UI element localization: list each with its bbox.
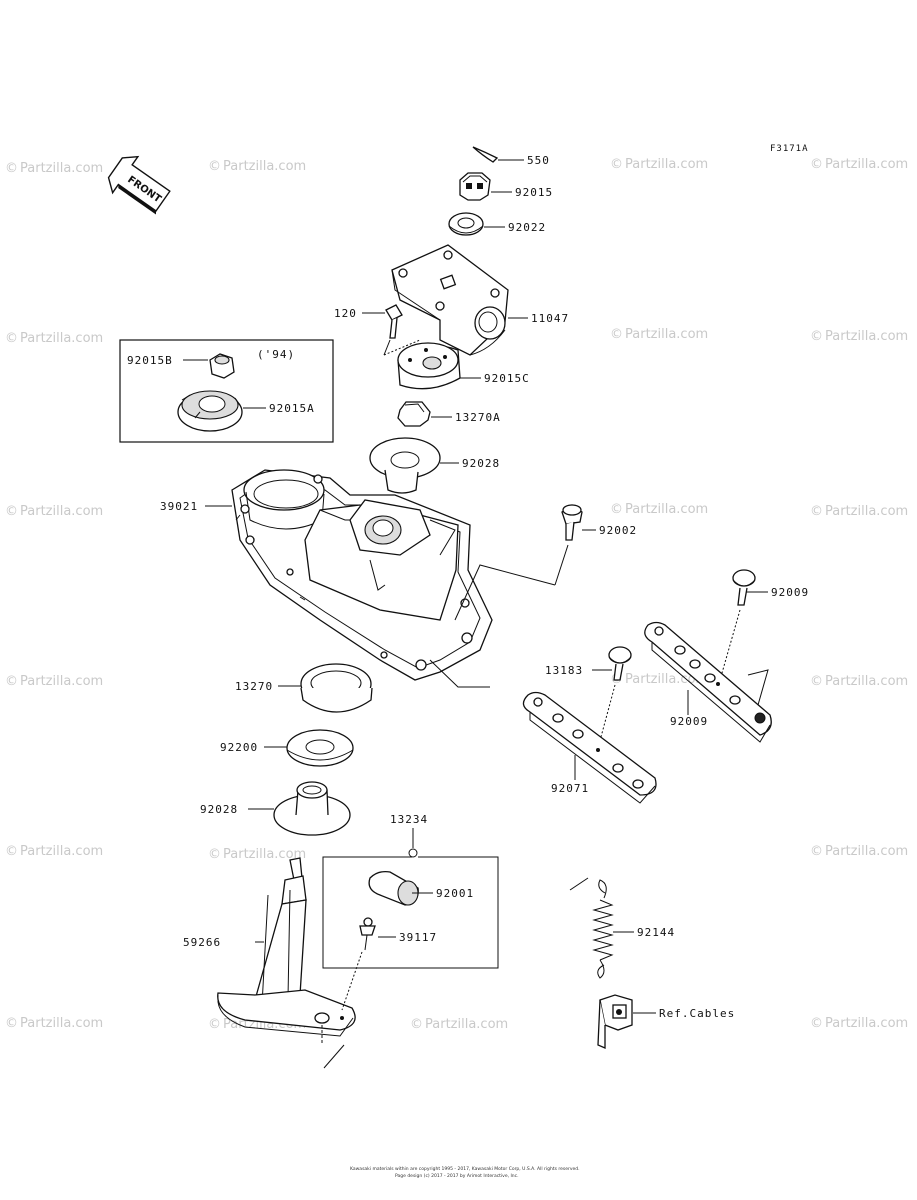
watermark-symbol: © (810, 1016, 823, 1031)
callout-11047: 11047 (531, 312, 569, 325)
diagram-code: F3171A (770, 144, 809, 154)
cable-clamp: Ref.Cables (597, 994, 735, 1049)
watermark: Partzilla.com (223, 159, 306, 174)
watermark-symbol: © (810, 157, 823, 172)
kit-box-59266: 13234 92001 39117 (322, 813, 499, 1011)
watermark-symbol: © (5, 1016, 18, 1031)
callout-92028-top: 92028 (462, 457, 500, 470)
watermark: Partzilla.com (20, 331, 103, 346)
watermark: Partzilla.com (20, 504, 103, 519)
watermark-symbol: © (5, 161, 18, 176)
callout-550: 550 (527, 154, 550, 167)
callout-39117: 59266 (183, 936, 221, 949)
watermark: Partzilla.com (825, 844, 908, 859)
nut-13270A: 13270A (397, 401, 501, 427)
bracket-11047: 11047 (391, 244, 569, 356)
watermark-symbol: © (810, 329, 823, 344)
watermark: Partzilla.com (20, 844, 103, 859)
callout-92002: 92002 (599, 524, 637, 537)
castle-nut-92015: 92015 (459, 172, 553, 201)
watermark: Partzilla.com (625, 502, 708, 517)
seal-92071: 13270 (235, 663, 373, 713)
front-arrow-icon: FRONT (107, 155, 171, 215)
callout-59266: 13234 (390, 813, 428, 826)
inset-note: ('94) (257, 348, 295, 361)
watermark: Partzilla.com (20, 161, 103, 176)
callout-13234: 92001 (436, 887, 474, 900)
copyright-line-1: Kawasaki materials within are copyright … (350, 1166, 580, 1172)
cotter-pin-550: 550 (472, 146, 550, 167)
watermark: Partzilla.com (825, 504, 908, 519)
bolt-92009-middle: 13183 (545, 646, 632, 749)
watermark: Partzilla.com (825, 329, 908, 344)
watermark-symbol: © (5, 674, 18, 689)
bolt-92009-right: 92009 (719, 569, 809, 681)
copyright-line-2: Page design (c) 2017 - 2017 by Arimot In… (395, 1173, 519, 1179)
bushing-92028-top: 92028 (369, 437, 500, 494)
watermark: Partzilla.com (625, 157, 708, 172)
callout-92071: 13270 (235, 680, 273, 693)
bolt-120: 120 (334, 304, 421, 356)
watermark: Partzilla.com (223, 847, 306, 862)
callout-92009-right: 92009 (771, 586, 809, 599)
watermark-symbol: © (5, 504, 18, 519)
callout-92015A: 92015A (269, 402, 315, 415)
watermark-symbol: © (208, 847, 221, 862)
callout-92028-bottom: 92028 (200, 803, 238, 816)
plate-92015C: 92015C (397, 342, 530, 390)
callout-39021: 39021 (160, 500, 198, 513)
watermark-symbol: © (810, 504, 823, 519)
callout-92200: 92200 (220, 741, 258, 754)
plate-13183: 92009 (644, 621, 772, 743)
spring-92144: 92144 (569, 877, 675, 979)
callout-120: 120 (334, 307, 357, 320)
housing-39021: 39021 (160, 469, 493, 688)
callout-92001: 39117 (399, 931, 437, 944)
watermark-symbol: © (5, 331, 18, 346)
plate-13270: 92071 (522, 691, 657, 804)
callout-ref-cables: Ref.Cables (659, 1007, 735, 1020)
watermark-symbol: © (610, 157, 623, 172)
watermark: Partzilla.com (20, 674, 103, 689)
callout-13270: 92071 (551, 782, 589, 795)
watermark-symbol: © (5, 844, 18, 859)
callout-92015: 92015 (515, 186, 553, 199)
washer-92022: 92022 (448, 212, 546, 236)
callout-13270A: 13270A (455, 411, 501, 424)
watermark: Partzilla.com (825, 674, 908, 689)
watermark: Partzilla.com (825, 157, 908, 172)
watermark: Partzilla.com (825, 1016, 908, 1031)
bushing-92028-bottom: 92028 (200, 781, 351, 836)
watermark: Partzilla.com (425, 1017, 508, 1032)
watermark: Partzilla.com (20, 1016, 103, 1031)
bolt-92002: 92002 (454, 504, 637, 621)
callout-92022: 92022 (508, 221, 546, 234)
watermark: Partzilla.com (625, 672, 708, 687)
callout-92015B: 92015B (127, 354, 173, 367)
shaft-39117: 59266 (183, 857, 356, 1069)
watermark-symbol: © (610, 327, 623, 342)
callout-92144: 92144 (637, 926, 675, 939)
watermark-symbol: © (208, 159, 221, 174)
inset-box-94: ('94) 92015B 92015A (119, 339, 334, 443)
watermark-symbol: © (410, 1017, 423, 1032)
watermark-symbol: © (810, 844, 823, 859)
watermark-symbol: © (610, 502, 623, 517)
callout-92015C: 92015C (484, 372, 530, 385)
callout-92009-middle: 13183 (545, 664, 583, 677)
callout-13183: 92009 (670, 715, 708, 728)
watermark-symbol: © (810, 674, 823, 689)
watermark-layer: © Partzilla.com © Partzilla.com © Partzi… (5, 157, 908, 1032)
washer-92200: 92200 (220, 729, 354, 767)
watermark: Partzilla.com (625, 327, 708, 342)
watermark-symbol: © (208, 1017, 221, 1032)
